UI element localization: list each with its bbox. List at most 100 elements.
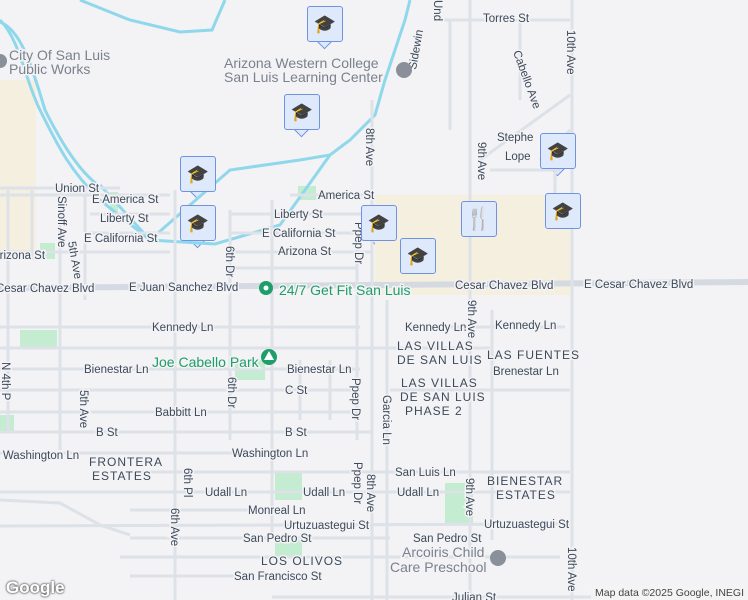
street-label: 8th Ave — [364, 474, 376, 512]
street-label: Cesar Chavez Blvd — [0, 283, 94, 295]
graduation-cap-icon: 🎓 — [186, 163, 210, 184]
area-label: LAS VILLAS — [397, 339, 474, 353]
canal — [98, 154, 332, 246]
school-poi-icon[interactable] — [490, 550, 506, 566]
street-label: Julian St — [452, 592, 497, 600]
gov-building-icon[interactable] — [0, 54, 7, 68]
street-label: E Washington Ln — [0, 450, 79, 462]
map-attribution[interactable]: Map data ©2025 Google, INEGI — [591, 586, 748, 600]
street-label: 6th Dr — [225, 377, 237, 408]
poi-public-works[interactable]: City Of San Luis — [8, 46, 112, 65]
street-label: 8th Ave — [363, 128, 375, 166]
graduation-cap-icon: 🎓 — [367, 212, 391, 233]
graduation-cap-icon: 🎓 — [406, 245, 430, 266]
poi-joe-cabello-park[interactable]: Joe Cabello Park — [151, 353, 262, 372]
street-label: Washington Ln — [232, 448, 308, 460]
school-marker[interactable]: 🎓 — [180, 205, 216, 241]
street-label: Stephe — [497, 132, 533, 144]
area-label: ESTATES — [92, 469, 152, 483]
street-label: San Pedro St — [243, 533, 312, 545]
street-label: E Cesar Chavez Blvd — [584, 279, 693, 291]
graduation-cap-icon: 🎓 — [290, 101, 314, 122]
school-marker[interactable]: 🎓 — [400, 238, 436, 274]
poi-public-works[interactable]: Public Works — [8, 60, 92, 79]
street-label: Union St — [55, 183, 100, 195]
school-marker[interactable]: 🎓 — [540, 133, 576, 169]
poi-arcoiris[interactable]: Care Preschool — [389, 558, 489, 577]
street-label: America St — [318, 190, 375, 202]
area-label: ESTATES — [496, 488, 556, 502]
area-label: BIENESTAR — [487, 474, 563, 488]
street-label: Garcia Ln — [380, 395, 392, 445]
street-label: 10th Ave — [565, 547, 577, 592]
street-label: Liberty St — [274, 209, 323, 221]
street-label: Ppep Dr — [349, 378, 361, 420]
gym-poi-icon-dot — [263, 285, 269, 291]
street-label: 9th Ave — [463, 478, 475, 516]
area-label: FRONTERA — [89, 455, 163, 469]
area-label: PHASE 2 — [405, 404, 463, 418]
school-marker[interactable]: 🎓 — [307, 6, 343, 42]
graduation-cap-icon: 🎓 — [186, 212, 210, 233]
cesar-chavez-blvd-road — [0, 279, 748, 291]
school-marker[interactable]: 🎓 — [284, 94, 320, 130]
park — [275, 540, 302, 556]
graduation-cap-icon: 🎓 — [546, 140, 570, 161]
canal — [79, 0, 227, 34]
graduation-cap-icon: 🎓 — [313, 13, 337, 34]
area-label: LAS FUENTES — [487, 348, 580, 362]
street-label: 6th Dr — [223, 246, 235, 277]
school-marker[interactable]: 🎓 — [545, 193, 581, 229]
north-roads — [440, 0, 572, 210]
poi-awc[interactable]: San Luis Learning Center — [223, 68, 385, 87]
street-label: Babbitt Ln — [155, 407, 207, 419]
street-label: Ppep Dr — [351, 462, 363, 504]
school-marker[interactable]: 🎓 — [180, 156, 216, 192]
street-label: Bienestar Ln — [84, 364, 149, 376]
street-label: Und — [431, 0, 443, 21]
park-tree-icon-glyph — [264, 351, 274, 360]
street-label: Cesar Chavez Blvd — [455, 280, 553, 292]
street-label: Kennedy Ln — [405, 322, 466, 334]
street-label: Kennedy Ln — [495, 320, 556, 332]
street-label: Arizona St — [0, 250, 46, 262]
area-label: LAS VILLAS — [401, 376, 478, 390]
park — [445, 483, 473, 523]
street-label: 5th Ave — [65, 240, 83, 280]
graduation-cap-icon: 🎓 — [551, 200, 575, 221]
poi-awc[interactable]: Arizona Western College — [223, 54, 381, 73]
street-label: Torres St — [483, 13, 530, 25]
area-label: DE SAN LUIS — [400, 390, 486, 404]
street-label: Monreal Ln — [248, 505, 306, 517]
street-label: E Juan Sanchez Blvd — [129, 282, 238, 294]
canal — [0, 20, 106, 192]
zone-area — [0, 80, 36, 260]
street-label: 9th Ave — [475, 142, 487, 180]
poi-arcoiris[interactable]: Arcoiris Child — [401, 543, 486, 562]
school-poi-icon[interactable] — [396, 62, 412, 78]
street-label: 6th Ave — [168, 508, 180, 546]
street-label: Urtuzuastegui St — [284, 520, 370, 532]
poi-get-fit[interactable]: 24/7 Get Fit San Luis — [278, 281, 413, 300]
street-label: San Francisco St — [234, 571, 322, 583]
street-label: E California St — [84, 233, 158, 245]
street-label: Bienestar Ln — [287, 364, 352, 376]
street-label: Kennedy Ln — [152, 322, 213, 334]
school-marker[interactable]: 🎓 — [361, 205, 397, 241]
street-label: San Luis Ln — [395, 467, 456, 479]
street-label: Sinoff Ave — [55, 196, 67, 247]
street-label: Cabello Ave — [510, 49, 542, 111]
diagonal-road — [0, 498, 131, 537]
area-label: DE SAN LUIS — [397, 353, 483, 367]
area-label: LOS OLIVOS — [261, 554, 343, 568]
canal — [0, 0, 412, 242]
street-label: 10th Ave — [564, 30, 576, 75]
street-label: Udall Ln — [205, 487, 247, 499]
street-label: Sidewin — [407, 29, 426, 71]
street-label: Udall Ln — [397, 487, 439, 499]
street-label: B St — [285, 427, 308, 439]
restaurant-marker[interactable]: 🍴 — [461, 201, 497, 237]
minor-roads — [298, 360, 332, 420]
street-label: Arizona St — [278, 246, 332, 258]
